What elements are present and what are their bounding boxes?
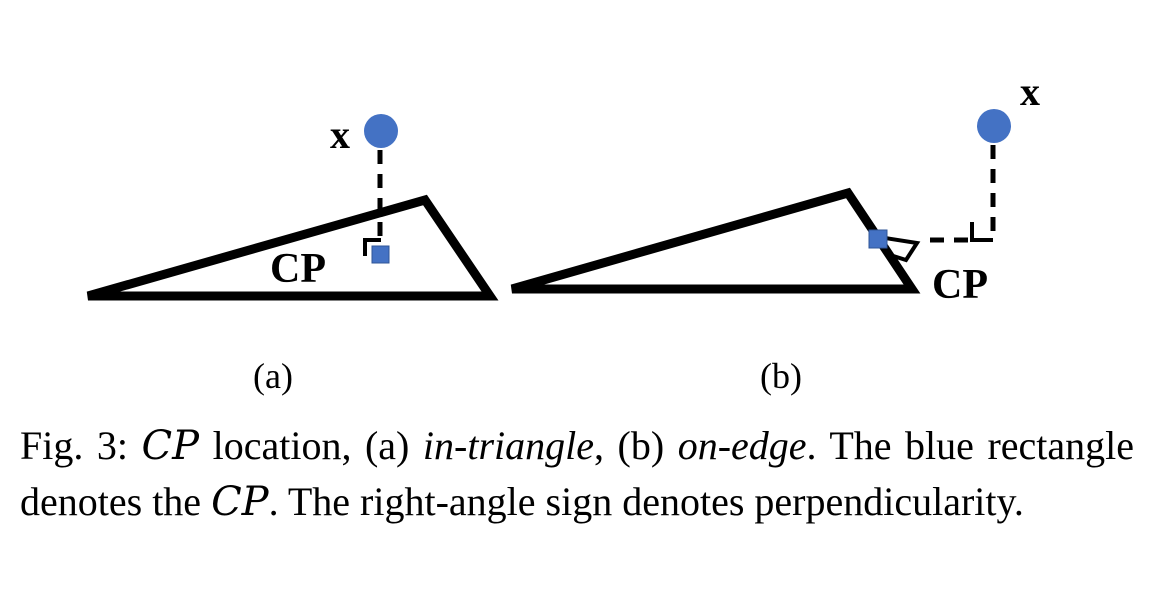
caption-cp-symbol: CP (141, 423, 200, 469)
cp-marker-b (868, 229, 888, 249)
right-angle-sign-a (363, 238, 381, 256)
right-angle-sign-b-far (970, 222, 993, 242)
triangle-a (86, 194, 499, 301)
subcaption-b: (b) (760, 356, 802, 396)
caption-cp-symbol-2: CP (211, 479, 269, 525)
right-angle-sign-b-edge (884, 236, 921, 263)
point-label-b: x (1020, 69, 1040, 114)
caption-on-edge: on-edge (677, 423, 807, 468)
cp-marker-a (371, 245, 390, 264)
triangle-b (510, 187, 921, 294)
point-label-a: x (330, 112, 350, 157)
panel-b: x CP (b) (510, 69, 1040, 396)
caption-part1: location, (a) (212, 423, 410, 468)
caption-part4: . The right-angle sign denotes perpendic… (268, 479, 1024, 524)
query-point-b (977, 109, 1011, 143)
caption-part3: . The blue rectangle denotes the (20, 423, 1135, 524)
figure-caption: Fig. 3: CP location, (a) in-triangle, (b… (20, 418, 1134, 530)
figure-diagram: x CP (a) x CP (b) (86, 69, 1040, 396)
cp-label-b: CP (932, 262, 988, 308)
cp-label-a: CP (270, 246, 326, 292)
caption-prefix: Fig. 3: (20, 423, 128, 468)
caption-part2: , (b) (594, 423, 665, 468)
query-point-a (364, 114, 398, 148)
caption-in-triangle: in-triangle (422, 423, 594, 468)
panel-a: x CP (a) (86, 112, 499, 396)
subcaption-a: (a) (253, 356, 293, 396)
